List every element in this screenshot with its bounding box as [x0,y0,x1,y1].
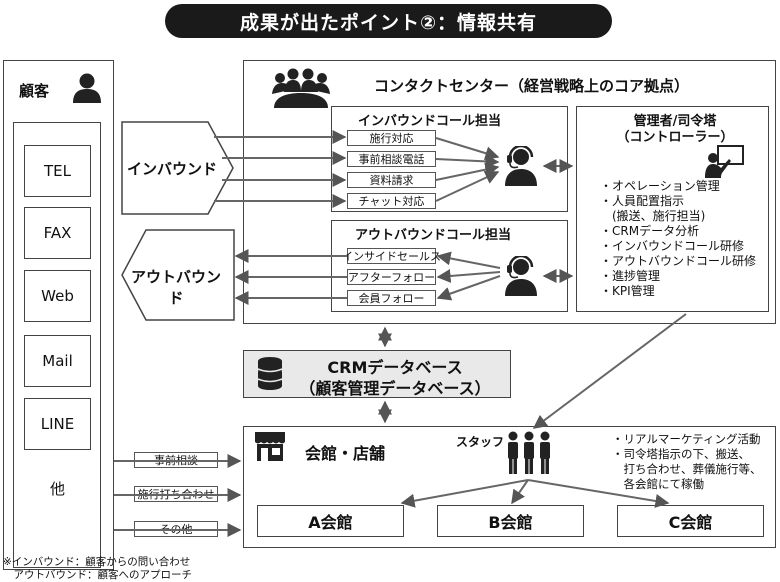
hall-c: C会館 [617,505,764,537]
team-icon [272,68,330,108]
inbound-arrow-shape [121,121,234,215]
crm-title-line1: CRMデータベース [327,358,463,377]
manager-item-1: ・オペレーション管理 [600,179,720,193]
visit-label-planning: 施行打ち合わせ [134,486,218,502]
outbound-label: アウトバウンド [130,268,221,307]
outbound-task-1: インサイドセールス [342,248,441,264]
hall-note-2: ・司令塔指示の下、搬送、 [612,447,750,461]
manager-title-line2: （コントローラー） [616,130,734,145]
manager-panel [576,106,769,312]
crm-title-line2: （顧客管理データベース） [299,379,491,398]
contact-center-title: コンタクトセンター（経営戦略上のコア拠点） [374,77,690,95]
manager-item-2: ・人員配置指示 [600,194,685,208]
hall-title: 会館・店舗 [305,444,386,463]
inbound-team-title: インバウンドコール担当 [358,114,502,129]
database-icon [257,357,283,390]
channel-web: Web [24,270,91,322]
inbound-task-4: チャット対応 [347,193,436,209]
footnote-line1: ※インバウンド：顧客からの問い合わせ [3,556,191,568]
inbound-task-1: 施行対応 [347,130,436,146]
channel-tel: TEL [24,145,91,197]
channel-other: 他 [49,480,65,498]
inbound-task-2: 事前相談電話 [347,151,436,167]
channel-mail: Mail [24,335,91,387]
manager-item-8: ・KPI管理 [600,284,655,298]
customer-label: 顧客 [19,82,50,100]
footnote-line2: アウトバウンド：顧客へのアプローチ [3,569,192,581]
hall-note-1: ・リアルマーケティング活動 [612,432,761,446]
page-title: 成果が出たポイント②：情報共有 [165,4,612,38]
manager-item-7: ・進捗管理 [600,269,661,283]
outbound-task-2: アフターフォロー [347,269,436,285]
store-icon [255,432,285,461]
outbound-team-title: アウトバウンドコール担当 [355,228,512,243]
customer-person-icon [73,73,101,103]
staff-label: スタッフ [456,435,505,449]
manager-title-line1: 管理者/司令塔 [633,114,717,129]
manager-item-6: ・アウトバウンドコール研修 [600,254,757,268]
operator-headset-icon [505,146,537,186]
channel-line: LINE [24,398,91,450]
manager-item-5: ・インバウンドコール研修 [600,239,745,253]
hall-a: A会館 [257,505,404,537]
crm-database-panel [243,350,511,398]
manager-item-4: ・CRMデータ分析 [600,224,700,238]
staff-group-icon [508,431,550,474]
visit-label-consultation: 事前相談 [134,452,218,468]
inbound-task-3: 資料請求 [347,172,436,188]
outbound-task-3: 会員フォロー [347,290,436,306]
visit-label-other: その他 [134,521,218,537]
inbound-label: インバウンド [126,160,217,178]
operator-headset-icon-outbound [505,256,537,296]
channel-fax: FAX [24,207,91,259]
manager-item-3: (搬送、施行担当) [600,209,706,223]
presenter-icon [705,145,744,178]
hall-note-4: 各会館にて稼働 [612,477,704,491]
outbound-arrow-shape [121,229,235,321]
hall-b: B会館 [437,505,584,537]
hall-note-3: 打ち合わせ、葬儀施行等、 [612,462,762,476]
